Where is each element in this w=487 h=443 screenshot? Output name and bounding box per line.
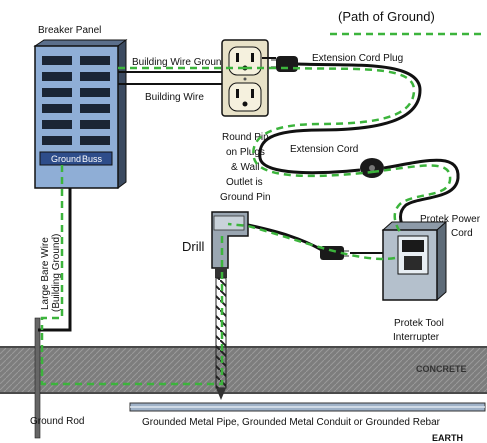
drill-label: Drill xyxy=(182,239,204,254)
extension-cord xyxy=(258,62,422,175)
large-bare-wire-label: Large Bare Wire xyxy=(40,237,51,310)
extension-cord-label: Extension Cord xyxy=(290,144,358,155)
extension-cord-plug-label: Extension Cord Plug xyxy=(312,53,403,64)
ground-buss-label-1: Ground xyxy=(51,154,81,164)
earth-label: EARTH xyxy=(432,433,463,443)
wall-outlet xyxy=(221,39,269,117)
round-pin-label-3: & Wall xyxy=(231,162,260,173)
ground-rod-label: Ground Rod xyxy=(30,416,84,427)
round-pin-label-5: Ground Pin xyxy=(220,192,271,203)
protek-power-cord-label-1: Protek Power xyxy=(420,214,481,225)
extension-cord-connector xyxy=(360,158,384,178)
large-bare-wire xyxy=(38,168,72,332)
protek-tool-label-2: Interrupter xyxy=(393,332,440,343)
ground-rod xyxy=(34,317,41,439)
protek-tool-interrupter xyxy=(381,220,448,302)
building-ground-label: (Building Ground) xyxy=(51,234,62,312)
drill-cord xyxy=(247,223,323,252)
round-pin-label-4: Outlet is xyxy=(226,177,263,188)
grounded-pipe-label: Grounded Metal Pipe, Grounded Metal Cond… xyxy=(142,417,441,428)
drill-cord-plug xyxy=(320,246,349,260)
ground-buss-label-2: Buss xyxy=(82,154,103,164)
grounded-pipe xyxy=(129,402,486,412)
ground-path xyxy=(40,66,452,386)
breaker-panel-label: Breaker Panel xyxy=(38,25,101,36)
title: (Path of Ground) xyxy=(338,9,435,24)
protek-power-cord xyxy=(383,158,460,229)
round-pin-label-2: on Plugs xyxy=(226,147,265,158)
protek-power-cord-label-2: Cord xyxy=(451,228,473,239)
protek-tool-label-1: Protek Tool xyxy=(394,318,444,329)
concrete-label: CONCRETE xyxy=(416,364,467,374)
concrete-slab xyxy=(0,346,487,394)
building-wire-label: Building Wire xyxy=(145,92,204,103)
breaker-panel xyxy=(33,39,128,189)
round-pin-label-1: Round Pin xyxy=(222,132,269,143)
building-wire-ground-label: Building Wire Ground xyxy=(132,57,227,68)
